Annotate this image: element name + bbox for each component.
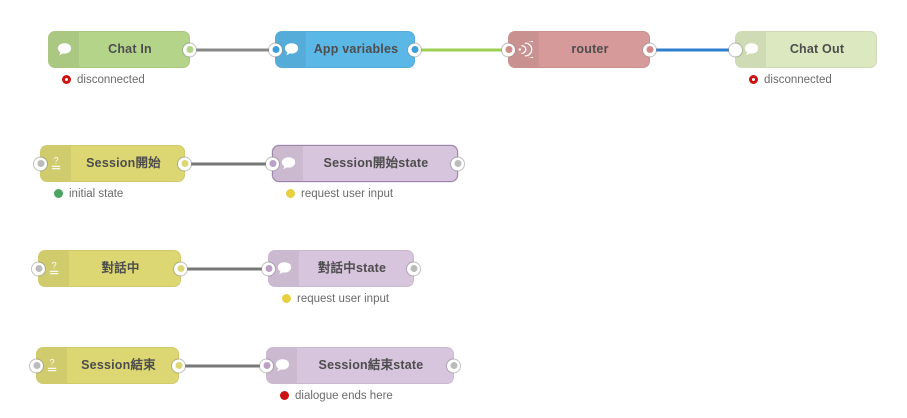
input-port[interactable] — [262, 262, 275, 275]
node-status: request user input — [282, 293, 389, 305]
node-chat-out[interactable]: Chat Out — [729, 31, 877, 68]
speech-bubble-icon — [49, 32, 79, 67]
input-port[interactable] — [30, 359, 43, 372]
output-port[interactable] — [643, 43, 656, 56]
node-label: 對話中 — [101, 261, 140, 276]
node-status: disconnected — [749, 74, 832, 86]
output-port[interactable] — [178, 157, 191, 170]
node-label: Session開始state — [323, 156, 429, 171]
status-indicator-icon — [54, 189, 63, 199]
node-session-end-state[interactable]: Session結束state — [260, 347, 460, 384]
node-status: dialogue ends here — [280, 390, 393, 402]
node-label: Session開始 — [86, 156, 161, 171]
input-port[interactable] — [260, 359, 273, 372]
input-port[interactable] — [32, 262, 45, 275]
node-label: router — [571, 42, 609, 57]
output-port[interactable] — [174, 262, 187, 275]
output-port[interactable] — [408, 43, 421, 56]
node-label: Session結束 — [81, 358, 156, 373]
status-text: request user input — [301, 187, 394, 200]
output-port[interactable] — [172, 359, 185, 372]
node-chat-in[interactable]: Chat In — [48, 31, 196, 68]
node-dialogue-state[interactable]: 對話中state — [262, 250, 420, 287]
status-indicator-icon — [749, 75, 758, 85]
node-app-variables[interactable]: App variables — [269, 31, 421, 68]
node-status: initial state — [54, 188, 123, 200]
node-label: 對話中state — [317, 261, 387, 276]
node-label: Chat Out — [789, 42, 845, 57]
node-label: App variables — [313, 42, 399, 57]
input-port[interactable] — [269, 43, 282, 56]
input-port[interactable] — [729, 43, 742, 56]
node-session-start-switch[interactable]: ? Session開始 — [34, 145, 191, 182]
switch-rules-icon: ? — [41, 146, 71, 181]
status-text: dialogue ends here — [295, 389, 393, 402]
output-port[interactable] — [447, 359, 460, 372]
svg-text:?: ? — [51, 261, 56, 271]
input-port[interactable] — [34, 157, 47, 170]
speech-bubble-icon — [267, 348, 297, 383]
input-port[interactable] — [502, 43, 515, 56]
broadcast-icon — [509, 32, 539, 67]
node-session-start-state[interactable]: Session開始state — [266, 145, 464, 182]
node-session-end-switch[interactable]: ? Session結束 — [30, 347, 185, 384]
output-port[interactable] — [451, 157, 464, 170]
status-indicator-icon — [280, 391, 289, 401]
svg-text:?: ? — [53, 156, 58, 166]
status-indicator-icon — [62, 75, 71, 85]
node-dialogue-switch[interactable]: ? 對話中 — [32, 250, 187, 287]
node-status: disconnected — [62, 74, 145, 86]
output-port[interactable] — [407, 262, 420, 275]
input-port[interactable] — [266, 157, 279, 170]
status-text: request user input — [297, 292, 390, 305]
output-port[interactable] — [183, 43, 196, 56]
svg-text:?: ? — [49, 358, 54, 368]
status-indicator-icon — [286, 189, 295, 199]
switch-rules-icon: ? — [37, 348, 67, 383]
node-label: Session結束state — [318, 358, 424, 373]
node-status: request user input — [286, 188, 393, 200]
status-text: initial state — [69, 187, 124, 200]
status-indicator-icon — [282, 294, 291, 304]
node-label: Chat In — [108, 42, 152, 57]
status-text: disconnected — [77, 73, 145, 86]
node-router[interactable]: router — [502, 31, 656, 68]
status-text: disconnected — [764, 73, 832, 86]
